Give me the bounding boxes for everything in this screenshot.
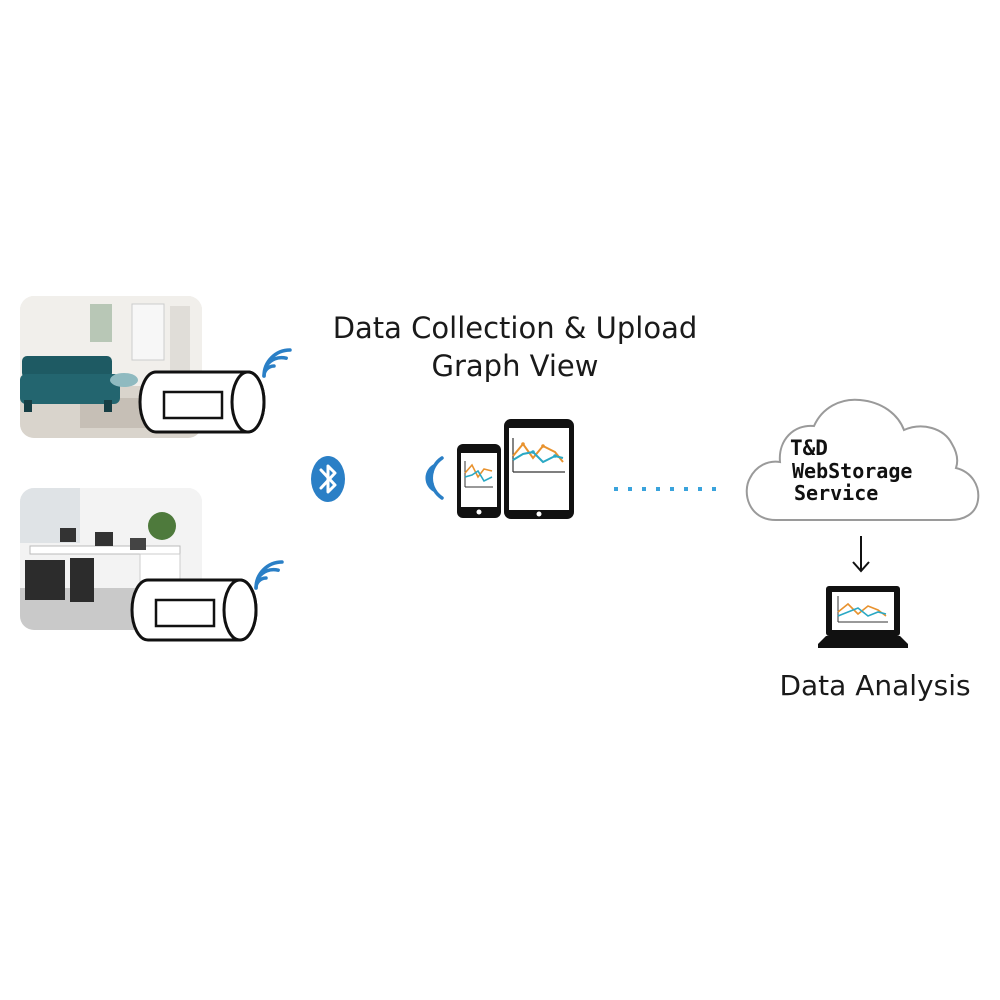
wireless-signal-icon [254, 340, 304, 388]
cloud-shape [742, 396, 982, 530]
laptop-icon [818, 584, 908, 654]
cloud-label-line-3: Service [794, 481, 879, 505]
diagram-title-line-2: Graph View [431, 349, 599, 383]
diagram-title-line-1: Data Collection & Upload [332, 311, 698, 345]
bluetooth-icon [308, 454, 348, 508]
cloud-label-line-1: T&D [790, 436, 828, 460]
data-analysis-label: Data Analysis [779, 669, 971, 702]
wireless-signal-icon [246, 552, 296, 600]
arrow-down-icon [849, 534, 873, 578]
tablet-icon [503, 418, 575, 524]
smartphone-icon [456, 443, 502, 523]
data-logger-bottom [130, 572, 270, 652]
cloud-label-line-2: WebStorage [792, 459, 913, 483]
data-logger-top [138, 364, 278, 444]
living-room-photo [20, 296, 202, 438]
wireless-signal-icon [412, 452, 448, 508]
dotted-connection-line [612, 478, 727, 497]
